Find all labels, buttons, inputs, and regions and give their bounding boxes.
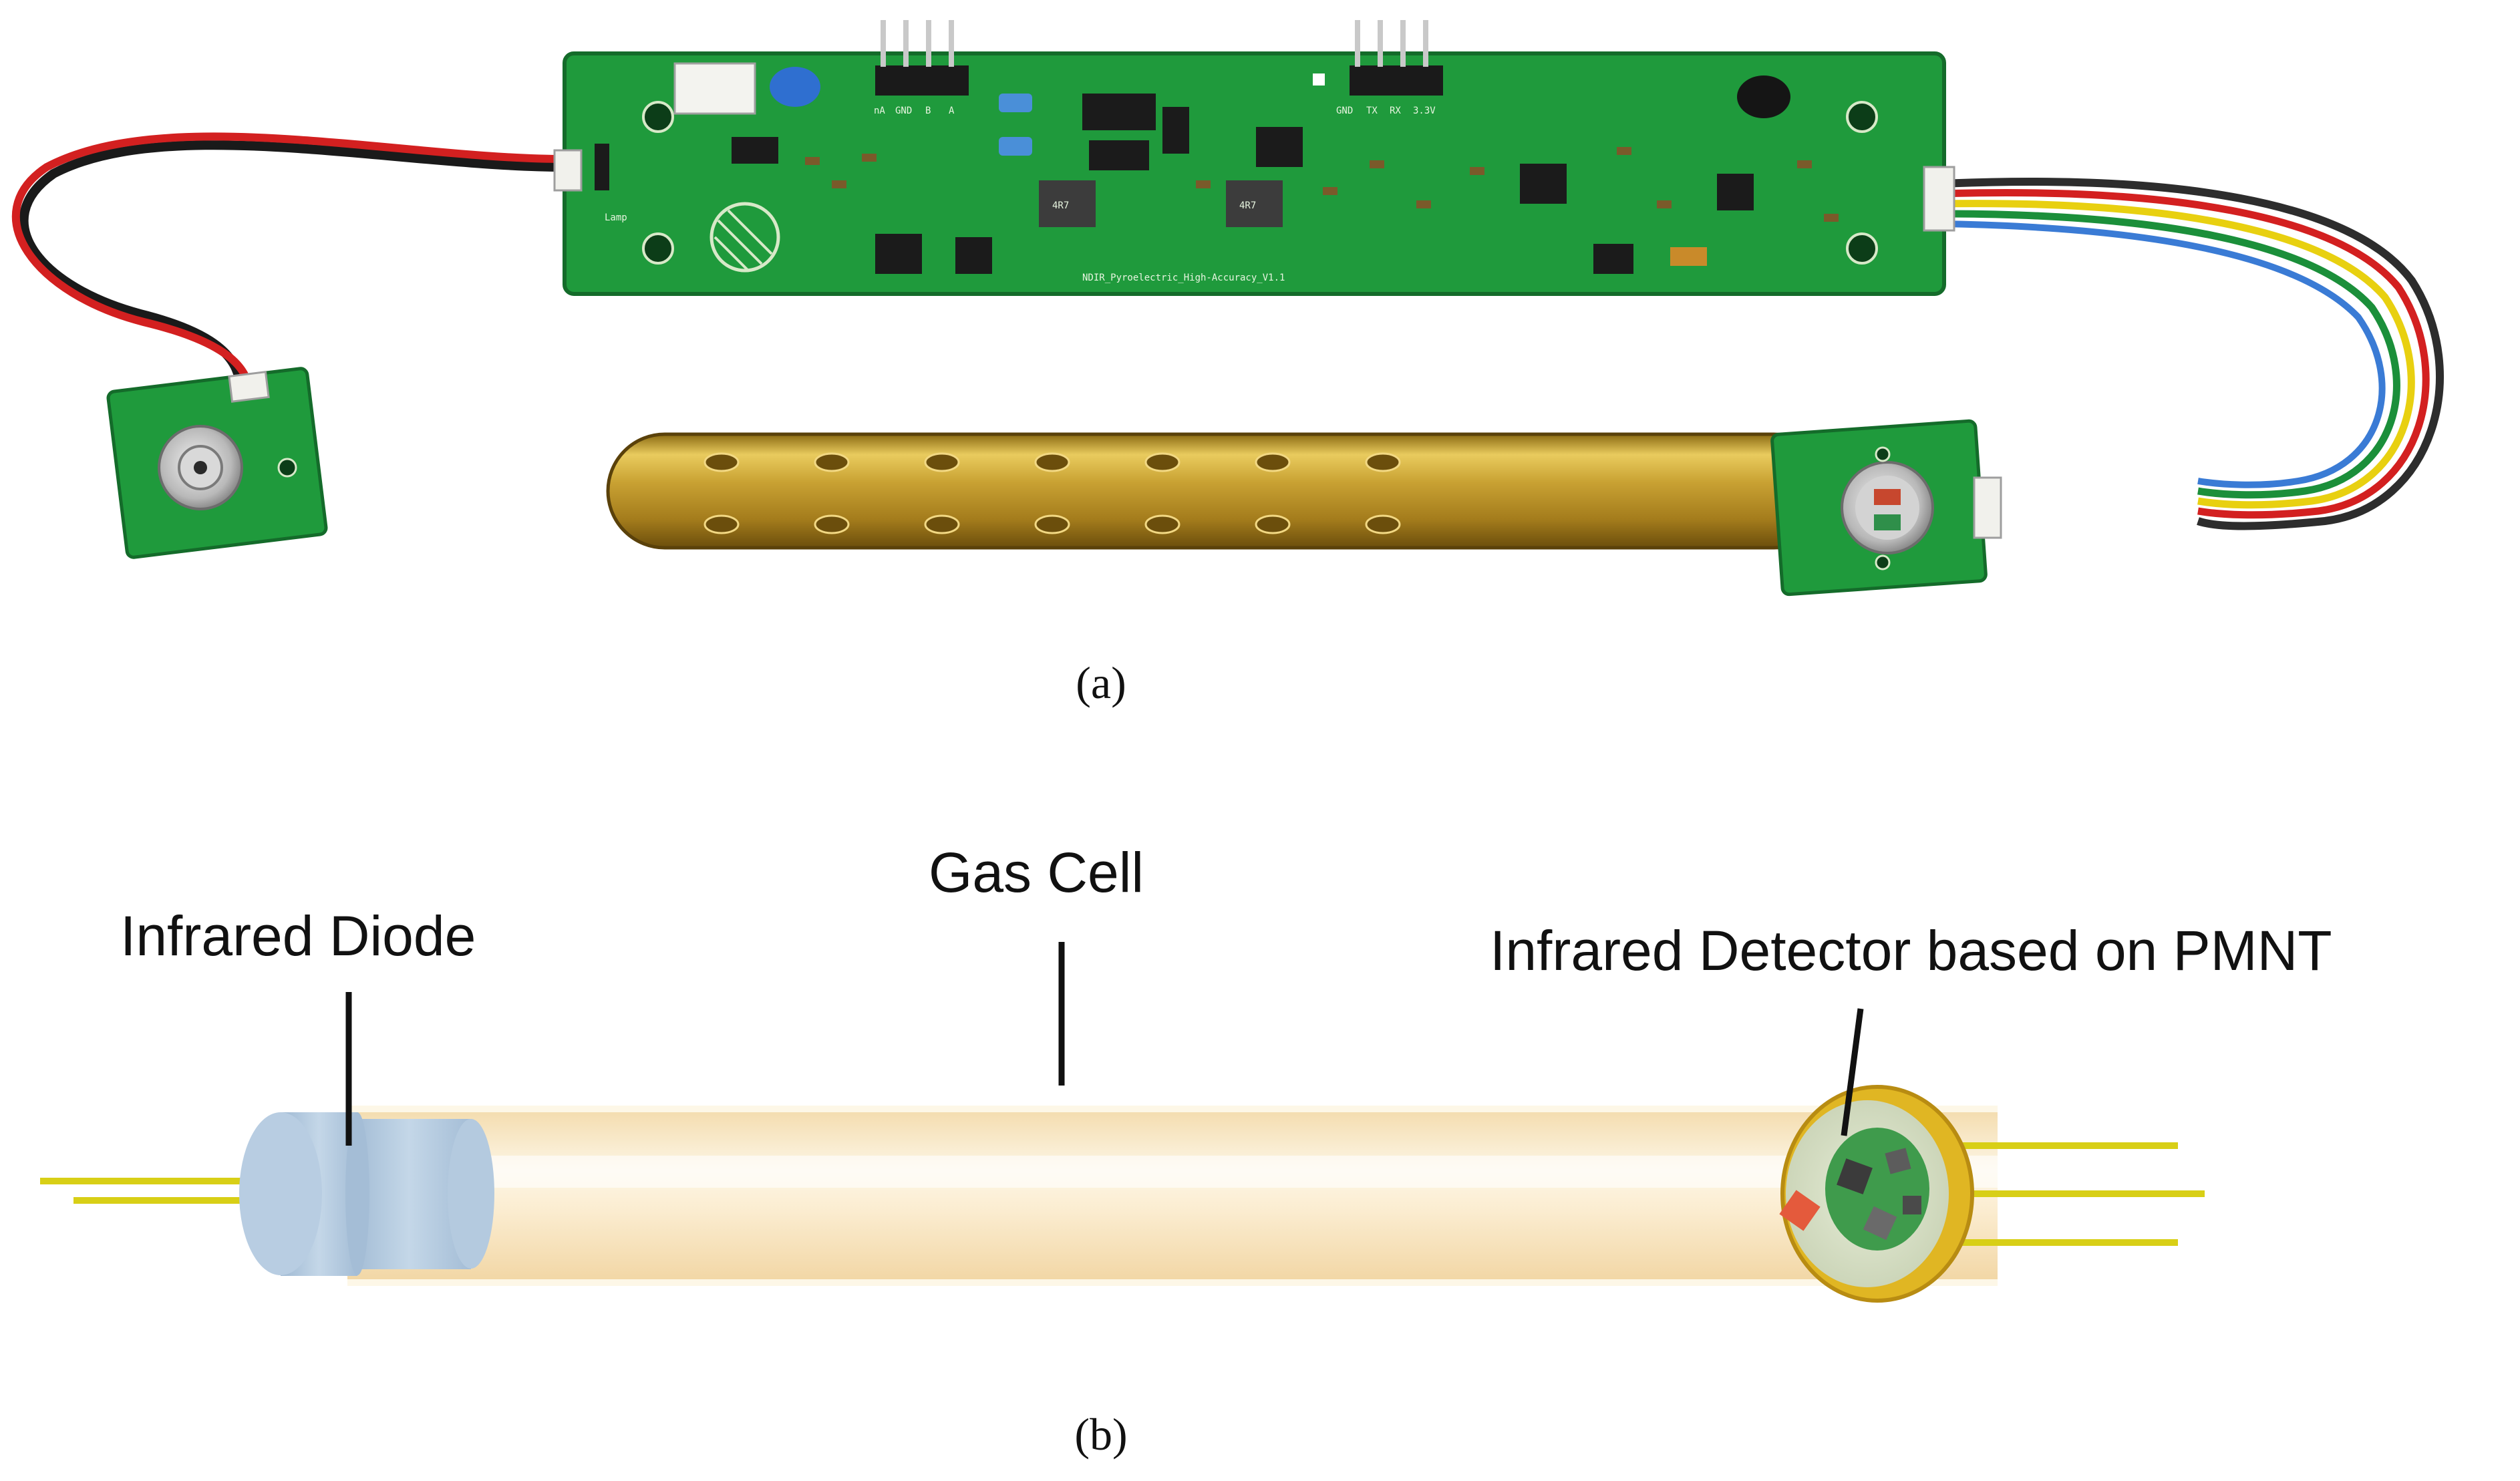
pin-label-gnd-left: GND [895,106,912,116]
main-pcb: nA GND B A GND TX RX 3.3V 4R7 [553,20,1955,296]
brass-gas-cell [606,432,1833,550]
panel-a-label: (a) [1076,657,1126,708]
pin-label-tx: TX [1366,106,1378,116]
infrared-diode [239,1112,494,1276]
panel-b-label: (b) [1074,1409,1127,1460]
pin-label-na: nA [874,106,885,116]
pin-header-right: GND TX RX 3.3V [1336,20,1443,116]
pin-label-rx: RX [1390,106,1401,116]
detector-callout-label: Infrared Detector based on PMNT [1490,919,2332,982]
lamp-label: Lamp [605,212,627,223]
pin-label-gnd-right: GND [1336,106,1353,116]
pin-label-a: A [949,106,955,116]
board-name: NDIR_Pyroelectric_High-Accuracy_V1.1 [1082,273,1285,283]
gas-cell-callout-label: Gas Cell [929,841,1144,904]
detector-leader-line [1841,1008,1864,1136]
inductor-marking-1: 4R7 [1052,200,1069,211]
pin-header-left: nA GND B A [874,20,969,116]
pin-label-3v3: 3.3V [1413,106,1436,116]
diode-callout-label: Infrared Diode [120,904,476,967]
inductor-marking-2: 4R7 [1239,200,1256,211]
detector-cable [1940,178,2444,530]
schematic-panel: Infrared Diode Gas Cell Infrared Detecto… [40,841,2332,1460]
lamp-board [106,367,328,559]
pin-label-b: B [925,106,931,116]
infrared-detector [1779,1085,2205,1303]
detector-board [1770,419,2002,597]
photo-panel: nA GND B A GND TX RX 3.3V 4R7 [11,20,2444,708]
lamp-cable [11,132,565,395]
gas-cell-tube [347,1106,1998,1286]
